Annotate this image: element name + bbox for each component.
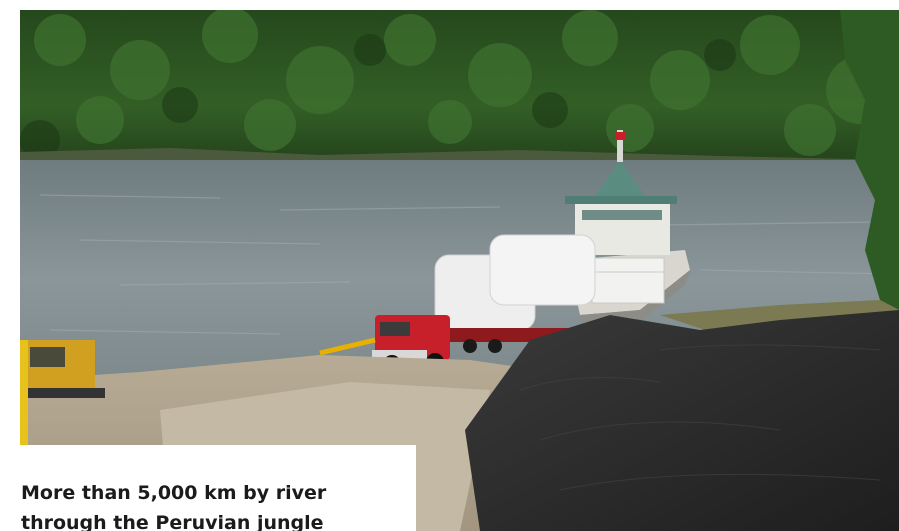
river-ripples <box>39 194 891 335</box>
caption-card: More than 5,000 km by river through the … <box>0 445 416 531</box>
right-foliage <box>840 10 899 310</box>
barge-cabin-windows <box>582 210 662 220</box>
caption-text: More than 5,000 km by river through the … <box>21 482 327 531</box>
wrapped-cargo-rear <box>489 234 596 306</box>
bulldozer-post <box>20 340 28 450</box>
jungle-shadows <box>20 34 736 160</box>
river-barge-photo <box>20 10 899 531</box>
barge-mast <box>617 130 623 162</box>
jungle-canopy-texture <box>34 10 894 156</box>
truck-windshield <box>380 322 410 336</box>
barge-flag <box>615 132 625 140</box>
barge-cargo-box <box>591 257 665 304</box>
barge-tower <box>595 160 645 196</box>
bulldozer-window <box>30 347 65 367</box>
black-tarp-slope <box>465 310 899 531</box>
barge-hull <box>580 270 690 322</box>
photo-illustration <box>20 10 899 531</box>
barge-cabin-roof <box>565 196 677 204</box>
yellow-pipe <box>319 337 376 356</box>
truck-bumper <box>372 350 427 360</box>
bulldozer-track <box>20 388 105 398</box>
tarp-folds <box>519 344 881 491</box>
